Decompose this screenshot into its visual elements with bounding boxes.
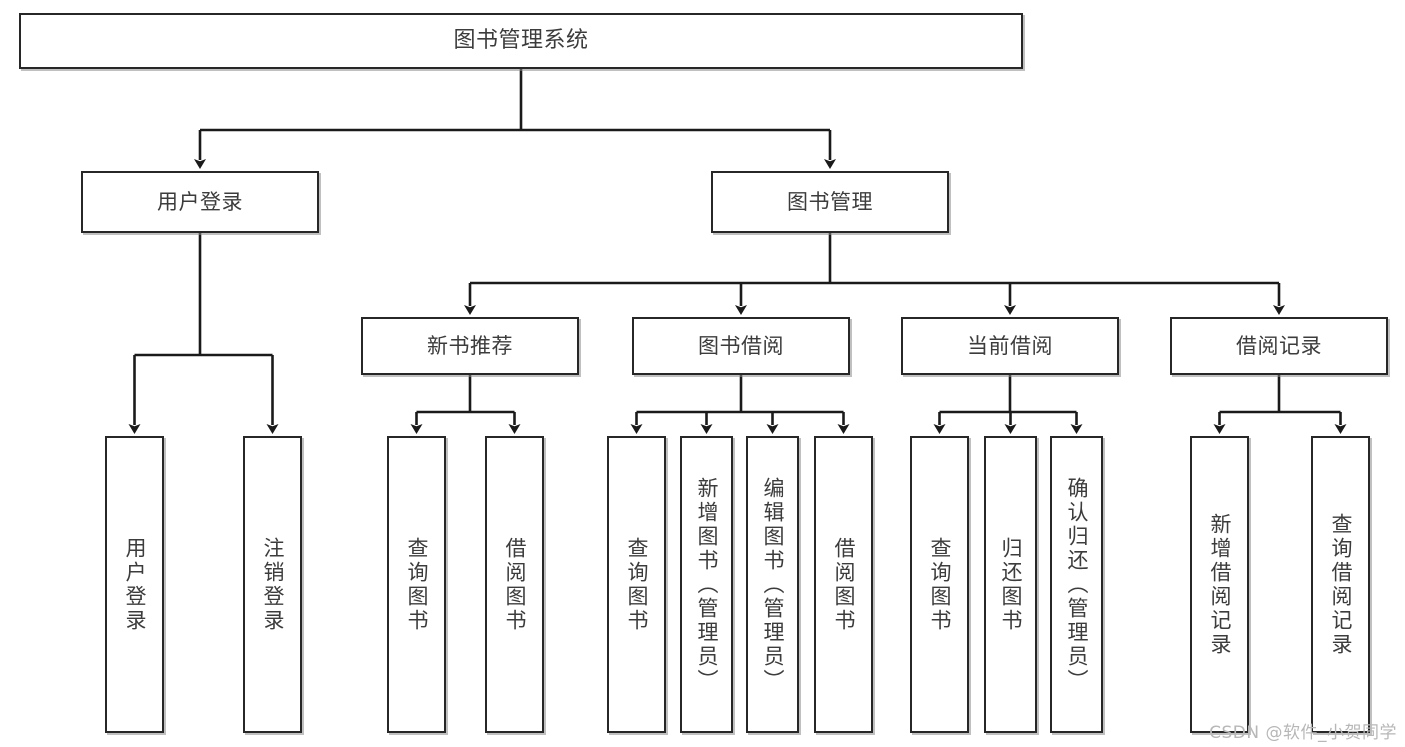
node-leaf-borrow-book-2[interactable]: 借阅图书 [814,436,873,733]
node-book-manage[interactable]: 图书管理 [711,171,949,233]
node-label: 确认归还（管理员） [1065,476,1089,693]
node-leaf-user-logout[interactable]: 注销登录 [243,436,302,733]
node-label: 用户登录 [123,536,147,633]
node-new-book-rec[interactable]: 新书推荐 [361,317,579,375]
node-label: 新增图书（管理员） [695,476,719,693]
node-leaf-query-book-1[interactable]: 查询图书 [387,436,446,733]
node-leaf-query-record[interactable]: 查询借阅记录 [1311,436,1370,733]
node-leaf-user-login[interactable]: 用户登录 [105,436,164,733]
watermark-text: CSDN @软件_小贺同学 [1209,723,1397,743]
node-leaf-query-book-3[interactable]: 查询图书 [910,436,969,733]
node-label: 借阅记录 [1236,333,1322,358]
node-label: 查询图书 [625,536,649,633]
node-leaf-add-record[interactable]: 新增借阅记录 [1190,436,1249,733]
node-label: 编辑图书（管理员） [761,476,785,693]
node-current-borrow[interactable]: 当前借阅 [901,317,1119,375]
node-label: 借阅图书 [503,536,527,633]
node-label: 归还图书 [999,536,1023,633]
node-root[interactable]: 图书管理系统 [19,13,1023,69]
node-leaf-add-book[interactable]: 新增图书（管理员） [680,436,733,733]
node-label: 查询图书 [928,536,952,633]
node-label: 查询图书 [405,536,429,633]
node-label: 新增借阅记录 [1208,512,1232,657]
node-label: 注销登录 [261,536,285,633]
node-label: 当前借阅 [967,333,1053,358]
node-label: 查询借阅记录 [1329,512,1353,657]
node-label: 借阅图书 [832,536,856,633]
node-label: 图书管理 [787,189,873,214]
node-book-borrow[interactable]: 图书借阅 [632,317,850,375]
node-user-login[interactable]: 用户登录 [81,171,319,233]
node-leaf-edit-book[interactable]: 编辑图书（管理员） [746,436,799,733]
node-label: 用户登录 [157,189,243,214]
node-leaf-return-book[interactable]: 归还图书 [984,436,1037,733]
node-leaf-confirm-return[interactable]: 确认归还（管理员） [1050,436,1103,733]
node-label: 新书推荐 [427,333,513,358]
node-label: 图书管理系统 [453,27,589,53]
node-leaf-borrow-book-1[interactable]: 借阅图书 [485,436,544,733]
node-borrow-record[interactable]: 借阅记录 [1170,317,1388,375]
node-label: 图书借阅 [698,333,784,358]
node-leaf-query-book-2[interactable]: 查询图书 [607,436,666,733]
